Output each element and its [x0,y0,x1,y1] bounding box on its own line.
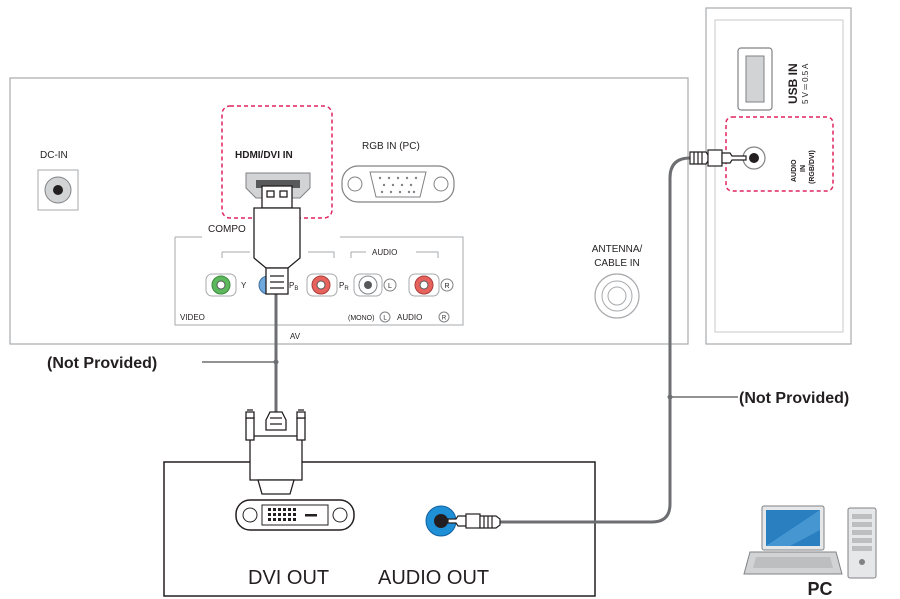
hdmi-plug [253,185,301,295]
l-label-bottom: L [383,316,387,322]
video-label: VIDEO [180,313,205,322]
antenna-label-line1: ANTENNA/ [592,244,643,255]
r-label: R [444,283,449,290]
r-circle-icon-bottom [438,311,450,323]
pc-label: PC [807,579,832,599]
component-label-prefix: COMPO [208,224,246,235]
l-circle-icon-bottom [379,311,391,323]
l-circle-icon [383,278,397,292]
component-av-group [174,236,464,326]
side-panel-inner [714,19,844,333]
pc-back-panel [163,461,596,597]
av-label: AV [290,332,301,341]
y-jack [205,273,237,297]
pb-label: PB [289,281,298,292]
audio-cable [500,156,694,524]
pr-jack [306,273,338,297]
antenna-jack [594,273,640,319]
laptop-icon [743,505,843,575]
mono-label: (MONO) [348,315,374,322]
usb-port [737,47,773,111]
dc-in-label: DC-IN [40,150,68,161]
dc-in-jack [37,169,79,211]
tower-icon [847,507,877,579]
audio-in-label-line2: IN [800,165,807,172]
dvi-plug [245,409,306,495]
rgb-in-label: RGB IN (PC) [362,141,420,152]
audio-l-jack [353,273,383,297]
usb-rating-label: 5 V ═ 0.5 A [801,63,810,104]
left-not-provided-label: (Not Provided) [47,355,157,372]
antenna-label-line2: CABLE IN [594,258,640,269]
tv-back-panel [9,77,689,345]
side-panel [705,7,852,345]
pr-label: PR [339,281,349,292]
audio-r-jack [408,273,440,297]
audio-plug-pc [447,513,501,529]
audio-top-label: AUDIO [372,248,397,257]
r-circle-icon [440,278,454,292]
audio-in-label-line3: (RGB/DVI) [809,150,816,184]
audio-out-jack [425,505,457,537]
right-not-provided-label: (Not Provided) [739,390,849,407]
l-label: L [388,283,392,290]
audio-out-label: AUDIO OUT [378,567,489,589]
audio-bottom-label: AUDIO [397,313,422,322]
rgb-in-port [341,165,455,203]
dvi-out-label: DVI OUT [248,567,329,589]
audio-plug-tv [689,149,747,167]
dvi-out-port [235,499,355,531]
audio-in-label-line1: AUDIO [791,159,798,182]
r-label-bottom: R [442,316,447,322]
usb-in-label: USB IN [786,63,800,104]
hdmi-dvi-in-label: HDMI/DVI IN [235,150,293,161]
y-label: Y [241,281,247,290]
